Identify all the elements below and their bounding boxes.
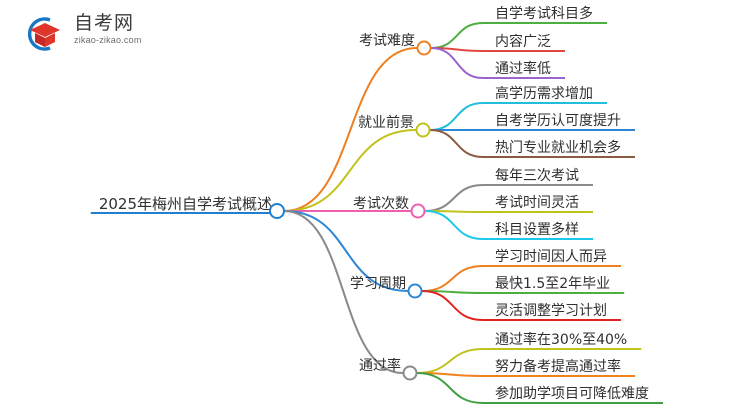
connector-branch-to-leaf <box>416 348 484 374</box>
connector-branch-to-leaf <box>424 210 484 240</box>
leaf-node-label[interactable]: 努力备考提高通过率 <box>495 358 621 375</box>
root-node-label: 2025年梅州自学考试概述 <box>99 195 272 213</box>
leaf-node-label[interactable]: 高学历需求增加 <box>495 85 593 102</box>
leaf-node-label[interactable]: 热门专业就业机会多 <box>495 139 621 156</box>
branch-node-label[interactable]: 通过率 <box>359 357 401 374</box>
root-node-knob[interactable] <box>269 203 285 219</box>
logo-text-block: 自考网 zikao-zikao.com <box>74 12 174 46</box>
branch-node-knob[interactable] <box>402 365 418 381</box>
connector-root-to-branch <box>283 210 404 374</box>
graduation-cap-icon <box>27 17 60 51</box>
branch-node-label[interactable]: 考试难度 <box>359 33 415 49</box>
connector-root-to-branch <box>283 129 417 212</box>
connector-branch-to-leaf <box>424 184 484 212</box>
leaf-node-label[interactable]: 学习时间因人而异 <box>495 249 607 265</box>
branch-node-knob[interactable] <box>416 40 432 56</box>
connector-branch-to-leaf <box>430 22 484 49</box>
branch-node-knob[interactable] <box>410 203 426 219</box>
leaf-node-label[interactable]: 灵活调整学习计划 <box>495 303 607 319</box>
connector-branch-to-leaf <box>429 102 484 131</box>
connector-branch-to-leaf <box>421 290 484 321</box>
branch-node-knob[interactable] <box>415 122 431 138</box>
connector-layer <box>90 22 663 404</box>
site-logo: 自考网 zikao-zikao.com <box>22 10 172 58</box>
connector-branch-to-leaf <box>430 47 484 79</box>
leaf-node-label[interactable]: 科目设置多样 <box>495 221 579 238</box>
branch-node-knob[interactable] <box>407 283 423 299</box>
leaf-node-label[interactable]: 自考学历认可度提升 <box>495 113 621 129</box>
leaf-node-label[interactable]: 通过率在30%至40% <box>495 331 627 348</box>
leaf-node-label[interactable]: 最快1.5至2年毕业 <box>495 276 610 292</box>
branch-node-label[interactable]: 学习周期 <box>350 276 406 292</box>
leaf-node-label[interactable]: 每年三次考试 <box>495 168 579 184</box>
leaf-node-label[interactable]: 考试时间灵活 <box>495 195 579 211</box>
connector-branch-to-leaf <box>421 265 484 292</box>
leaf-node-label[interactable]: 自学考试科目多 <box>495 5 593 22</box>
logo-name: 自考网 <box>74 12 135 34</box>
connector-branch-to-leaf <box>416 372 484 404</box>
leaf-node-label[interactable]: 通过率低 <box>495 60 551 77</box>
branch-node-label[interactable]: 考试次数 <box>353 196 409 212</box>
leaf-node-label[interactable]: 参加助学项目可降低难度 <box>495 385 649 402</box>
connector-root-to-branch <box>283 210 409 292</box>
connector-root-to-branch <box>283 47 418 212</box>
branch-node-label[interactable]: 就业前景 <box>358 114 414 131</box>
connector-branch-to-leaf <box>429 129 484 158</box>
leaf-node-label[interactable]: 内容广泛 <box>495 33 551 50</box>
logo-url: zikao-zikao.com <box>74 35 142 45</box>
